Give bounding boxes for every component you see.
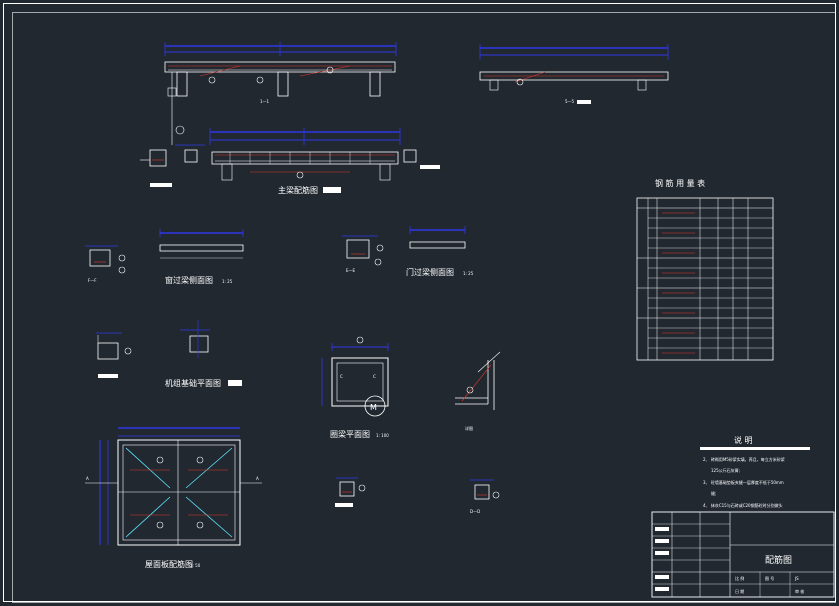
title-block xyxy=(651,511,835,598)
title-block-label-d: 审 核 xyxy=(795,588,804,594)
window-lintel-elevation xyxy=(159,229,244,259)
window-lintel-title: 窗过梁侧面图 xyxy=(165,275,213,285)
notes-line-1 xyxy=(700,447,810,450)
svg-text:A: A xyxy=(86,476,89,481)
main-beam-title: 主梁配筋图 xyxy=(278,185,318,195)
main-beam-title-block xyxy=(323,187,341,193)
svg-text:A: A xyxy=(256,476,259,481)
door-lintel-title: 门过梁侧面图 xyxy=(406,267,454,277)
notes-heading: 说 明 xyxy=(734,435,753,445)
svg-text:5—5: 5—5 xyxy=(565,99,575,104)
door-lintel-section: E—E xyxy=(342,235,384,273)
title-block-label-a: 比 例 xyxy=(735,575,744,581)
unit-base-title: 机组基础平面图 xyxy=(165,378,221,388)
unit-base-detail xyxy=(96,320,210,378)
rebar-table xyxy=(636,197,774,361)
window-lintel-scale: 1: 25 xyxy=(222,279,233,284)
notes-line-3: 3、 砼墙基础垫板夹缝一层厚度不低于50mm xyxy=(703,479,784,485)
ring-beam-scale: 1: 100 xyxy=(376,433,389,438)
ring-beam-plan: C C M xyxy=(321,336,389,417)
notes-line-4: 4、 抹灰C15与石砖或C20钢筋砼时分别做头 xyxy=(703,502,783,508)
floor-plan-scale: 1: 50 xyxy=(190,563,201,568)
title-block-value-b: JS xyxy=(794,576,799,581)
notes-line-2: 2、 砖砌用M5砂浆实填，养且，每立方米砂浆 xyxy=(703,456,785,462)
svg-text:D—D: D—D xyxy=(470,509,480,514)
title-block-label-b: 图 号 xyxy=(765,575,774,581)
marker-m-icon: M xyxy=(370,403,377,412)
svg-text:E—E: E—E xyxy=(346,268,356,273)
rebar-table-title: 钢 筋 用 量 表 xyxy=(655,178,705,188)
svg-text:1—1: 1—1 xyxy=(260,99,270,104)
notes-line-2b: 125公斤石灰膏; xyxy=(711,467,740,473)
door-lintel-scale: 1: 25 xyxy=(463,271,474,276)
detail-title: 详图 xyxy=(465,425,473,431)
floor-slab-plan: A A xyxy=(85,427,262,546)
beam-section-detail xyxy=(140,125,205,187)
window-lintel-section: F—F xyxy=(85,245,126,283)
title-block-label-c: 日 期 xyxy=(735,588,744,594)
door-lintel-elevation xyxy=(409,226,466,249)
ring-beam-title: 圈梁平面图 xyxy=(330,430,370,439)
small-section-g xyxy=(335,477,366,507)
svg-text:C: C xyxy=(373,374,376,379)
svg-text:F—F: F—F xyxy=(88,278,97,283)
main-beam-reinforcement xyxy=(209,128,440,181)
drawing-frame-inner xyxy=(12,12,836,603)
main-beam-elevation: 1—1 xyxy=(164,42,397,145)
svg-text:C: C xyxy=(340,374,343,379)
floor-plan-title: 屋面板配筋图 xyxy=(145,559,193,569)
notes-line-3b: 缝; xyxy=(711,490,716,496)
drawing-name: 配筋图 xyxy=(765,554,792,566)
secondary-beam-elevation: 5—5 xyxy=(479,44,669,104)
corner-detail xyxy=(455,351,501,410)
unit-base-title-block xyxy=(228,380,242,386)
small-section-d: D—D xyxy=(470,479,500,514)
